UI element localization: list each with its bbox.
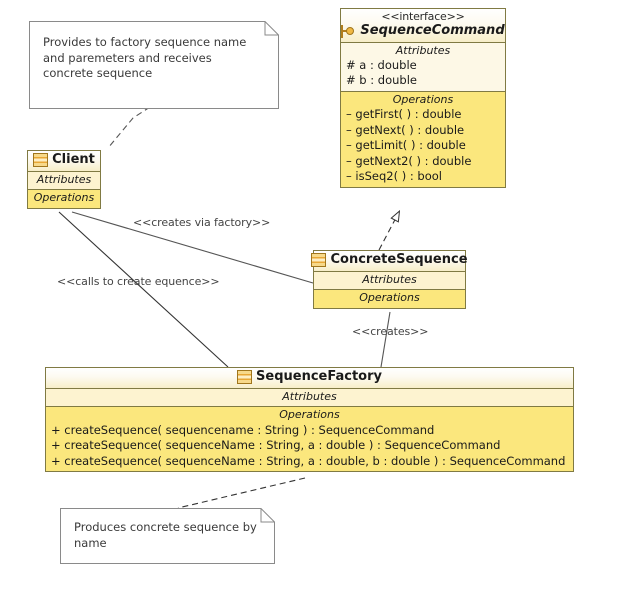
attributes-label: Attributes [395, 43, 451, 57]
class-name: ConcreteSequence [330, 252, 468, 267]
note-client-description: Provides to factory sequence name and pa… [29, 21, 279, 109]
operation-item: – getNext2( ) : double [346, 153, 472, 168]
note-client-text: Provides to factory sequence name and pa… [43, 35, 247, 81]
operation-item: + createSequence( sequencename : String … [51, 422, 435, 437]
attributes-label: Attributes [282, 389, 337, 403]
operations-label: Operations [279, 408, 340, 422]
note-factory-description: Produces concrete sequence by name [60, 508, 275, 564]
sequencefactory-operations-compartment: Operations + createSequence( sequencenam… [46, 407, 573, 472]
attribute-item: # b : double [346, 73, 417, 88]
operation-item: – getNext( ) : double [346, 122, 465, 137]
edge-sequencefactory-to-concretesequence [380, 311, 391, 368]
class-concretesequence[interactable]: ConcreteSequence Attributes Operations [311, 250, 468, 309]
class-client[interactable]: Client Attributes Operations [27, 150, 101, 209]
edge-client-to-sequencefactory [58, 211, 229, 368]
interface-header: <<interface>> SequenceCommand [341, 9, 505, 43]
edge-sequencefactory-to-note [177, 477, 306, 509]
note-factory-text: Produces concrete sequence by name [74, 520, 257, 550]
concretesequence-header: ConcreteSequence [311, 251, 468, 272]
class-icon [311, 253, 327, 268]
operation-item: – getFirst( ) : double [346, 107, 462, 122]
client-operations-compartment: Operations [28, 190, 100, 208]
edge-concretesequence-realizes-sequencecommand [378, 212, 399, 251]
operation-item: + createSequence( sequenceName : String,… [51, 453, 566, 468]
operations-label: Operations [392, 92, 454, 106]
operations-label: Operations [33, 191, 95, 205]
note-shape-with-fold [29, 21, 279, 109]
edge-label-calls-to-create-sequence: <<calls to create equence>> [57, 275, 220, 288]
operation-item: – getLimit( ) : double [346, 138, 466, 153]
client-header: Client [28, 151, 100, 172]
class-sequencefactory[interactable]: SequenceFactory Attributes Operations + … [45, 367, 574, 473]
concretesequence-operations-compartment: Operations [314, 290, 465, 308]
attributes-label: Attributes [362, 272, 417, 286]
operations-label: Operations [359, 291, 420, 305]
operation-item: – isSeq2( ) : bool [346, 169, 442, 184]
interface-attributes-compartment: Attributes # a : double # b : double [341, 42, 505, 92]
interface-sequencecommand[interactable]: <<interface>> SequenceCommand Attributes… [340, 8, 506, 188]
class-icon [33, 153, 49, 168]
class-icon [237, 370, 253, 385]
client-attributes-compartment: Attributes [28, 171, 100, 191]
interface-operations-compartment: Operations – getFirst( ) : double – getN… [341, 91, 505, 187]
edge-label-creates-via-factory: <<creates via factory>> [133, 216, 271, 229]
edge-label-creates: <<creates>> [352, 325, 429, 338]
class-name: SequenceFactory [256, 369, 382, 384]
attributes-label: Attributes [36, 172, 92, 186]
concretesequence-attributes-compartment: Attributes [314, 271, 465, 291]
edge-note-to-client [107, 106, 151, 149]
class-name: Client [52, 152, 95, 167]
operation-item: + createSequence( sequenceName : String,… [51, 438, 501, 453]
sequencefactory-header: SequenceFactory [46, 368, 573, 389]
attribute-item: # a : double [346, 57, 417, 72]
sequencefactory-attributes-compartment: Attributes [46, 388, 573, 408]
interface-name: SequenceCommand [360, 22, 505, 38]
interface-stereotype: <<interface>> [381, 10, 465, 23]
interface-lollipop-icon [341, 24, 356, 38]
